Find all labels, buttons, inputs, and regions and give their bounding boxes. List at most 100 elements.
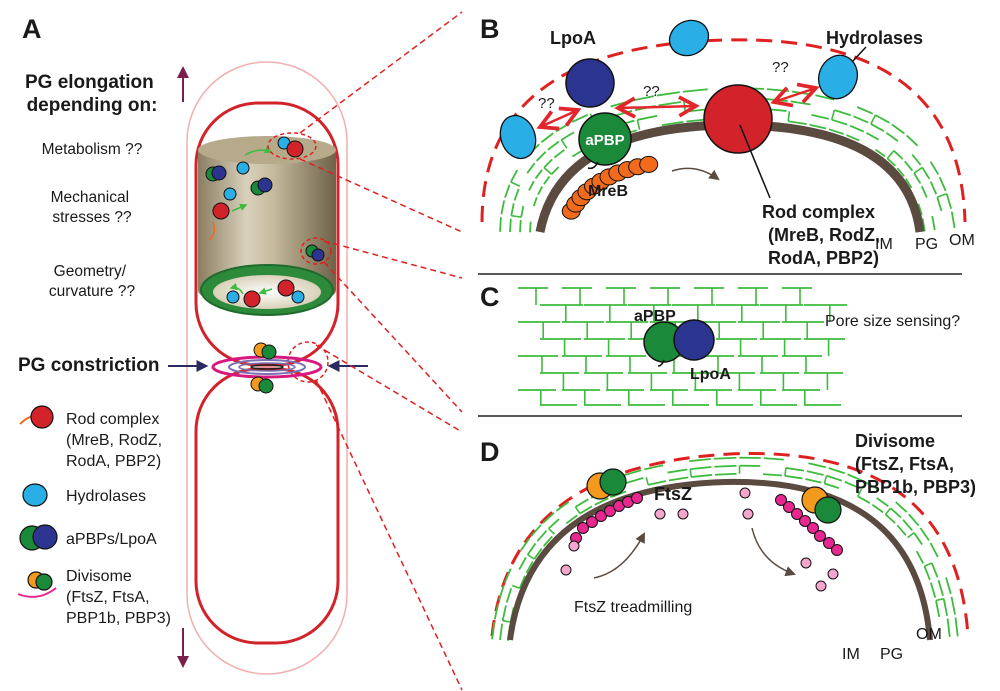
glycan-strand bbox=[500, 200, 506, 215]
glycan-strand bbox=[503, 568, 512, 583]
glycan-strand bbox=[905, 178, 913, 189]
mreb-filament bbox=[561, 155, 659, 220]
glycan-strand bbox=[902, 519, 913, 531]
glycan-strand bbox=[824, 482, 840, 490]
cell-cylinder bbox=[198, 136, 336, 316]
glycan-strand bbox=[908, 513, 920, 527]
hydrolases-label: Hydrolases bbox=[826, 28, 923, 48]
rod-complex bbox=[243, 290, 261, 308]
glycan-strand bbox=[788, 120, 807, 126]
glycan-strand bbox=[509, 218, 512, 233]
glycan-strand bbox=[954, 617, 959, 637]
mreb-monomer bbox=[639, 155, 659, 173]
glycan-strand bbox=[501, 605, 507, 621]
glycan-strand bbox=[493, 603, 500, 620]
lpoa bbox=[257, 177, 273, 193]
pg-label: PG bbox=[915, 236, 938, 253]
septum bbox=[211, 342, 323, 394]
apbp-label: aPBP bbox=[585, 132, 624, 149]
legend: Rod complex (MreB, RodZ, RodA, PBP2) Hyd… bbox=[17, 405, 171, 627]
glycan-strand bbox=[623, 469, 642, 477]
outer-membrane bbox=[480, 38, 967, 223]
glycan-strand bbox=[929, 542, 939, 558]
zoom-circle-b bbox=[267, 132, 317, 160]
legend-apbps-lpoa: aPBPs/LpoA bbox=[19, 524, 157, 551]
peptide-crosslink bbox=[636, 119, 641, 130]
peptide-crosslink bbox=[935, 597, 944, 602]
glycan-strand bbox=[526, 162, 536, 174]
lpoa bbox=[311, 248, 325, 262]
peptide-crosslink bbox=[787, 111, 791, 122]
peptide-crosslink bbox=[502, 619, 511, 623]
glycan-strand bbox=[784, 474, 803, 480]
glycan-strand bbox=[540, 132, 554, 143]
hydrolase bbox=[499, 114, 537, 160]
peptide-crosslink bbox=[543, 167, 553, 175]
glycan-strand bbox=[929, 181, 938, 195]
divisome-caption: Divisome (FtsZ, FtsA, PBP1b, PBP3) bbox=[855, 431, 976, 497]
lpoa bbox=[673, 319, 715, 361]
hydrolase bbox=[226, 290, 240, 304]
rod-complex-pointer bbox=[739, 124, 771, 199]
glycan-strand bbox=[853, 115, 869, 124]
glycan-strand bbox=[857, 495, 871, 504]
glycan-strand bbox=[499, 623, 504, 641]
glycan-strand bbox=[543, 175, 551, 185]
legend-rod-complex: Rod complex (MreB, RodZ, RodA, PBP2) bbox=[19, 405, 166, 470]
hydrolase bbox=[236, 161, 250, 175]
svg-text:Rod complex (MreB, R: Rod complex (MreB, RodZ, RodA, PBP2) bbox=[66, 411, 166, 470]
glycan-strand bbox=[553, 149, 565, 159]
glycan-strand bbox=[658, 101, 682, 107]
glycan-strand bbox=[929, 161, 940, 175]
lpoa bbox=[211, 165, 227, 181]
panel-d-letter: D bbox=[480, 437, 500, 467]
glycan-strand bbox=[560, 131, 575, 141]
glycan-strand bbox=[790, 100, 811, 106]
peptide-crosslink bbox=[511, 214, 522, 218]
glycan-strand bbox=[896, 167, 905, 177]
panel-a-letter: A bbox=[22, 14, 42, 44]
glycan-strand bbox=[921, 166, 931, 180]
peptide-crosslink bbox=[884, 507, 892, 515]
glycan-strand bbox=[911, 154, 922, 166]
ftsz-monomer bbox=[595, 510, 607, 522]
legend-hydrolases: Hydrolases bbox=[22, 483, 146, 507]
peptide-crosslink bbox=[924, 562, 933, 567]
glycan-strand bbox=[865, 132, 879, 141]
ftsz-monomer bbox=[604, 505, 616, 517]
panel-a: A PG elongation depending on: Metabolism… bbox=[17, 14, 368, 675]
mreb-movement-arrow bbox=[671, 167, 720, 181]
peptidoglycan-mesh bbox=[518, 287, 847, 406]
glycan-strand bbox=[537, 186, 544, 196]
glycan-strand bbox=[945, 193, 953, 210]
ftsz-monomer bbox=[799, 515, 811, 527]
glycan-strand bbox=[950, 211, 956, 229]
peptide-crosslink bbox=[645, 476, 649, 486]
glycan-strand bbox=[714, 472, 737, 476]
glycan-strand bbox=[896, 524, 907, 536]
glycan-strand bbox=[808, 462, 826, 469]
peptide-crosslink bbox=[937, 193, 947, 198]
glycan-strand bbox=[946, 618, 951, 638]
glycan-strand bbox=[528, 180, 535, 191]
glycan-strand bbox=[504, 184, 511, 198]
peptide-crosslink bbox=[560, 139, 568, 149]
glycan-strand bbox=[936, 196, 943, 212]
ftsz-monomer bbox=[814, 530, 826, 542]
glycan-strand bbox=[895, 501, 908, 513]
cell-bottom bbox=[194, 367, 340, 645]
glycan-strand bbox=[906, 134, 919, 147]
hydrolase bbox=[668, 19, 710, 57]
glycan-strand bbox=[525, 561, 534, 574]
ftsz-monomer bbox=[631, 492, 643, 504]
glycan-strand bbox=[543, 158, 553, 169]
im-label: IM bbox=[842, 646, 860, 663]
glycan-strand bbox=[691, 474, 713, 478]
glycan-strand bbox=[834, 109, 852, 117]
elongation-title: PG elongation depending on: bbox=[25, 72, 159, 116]
glycan-strand bbox=[762, 473, 783, 477]
ftsz-monomer bbox=[831, 544, 843, 556]
hydrolase bbox=[223, 187, 237, 201]
ftsz-monomer bbox=[775, 494, 787, 506]
